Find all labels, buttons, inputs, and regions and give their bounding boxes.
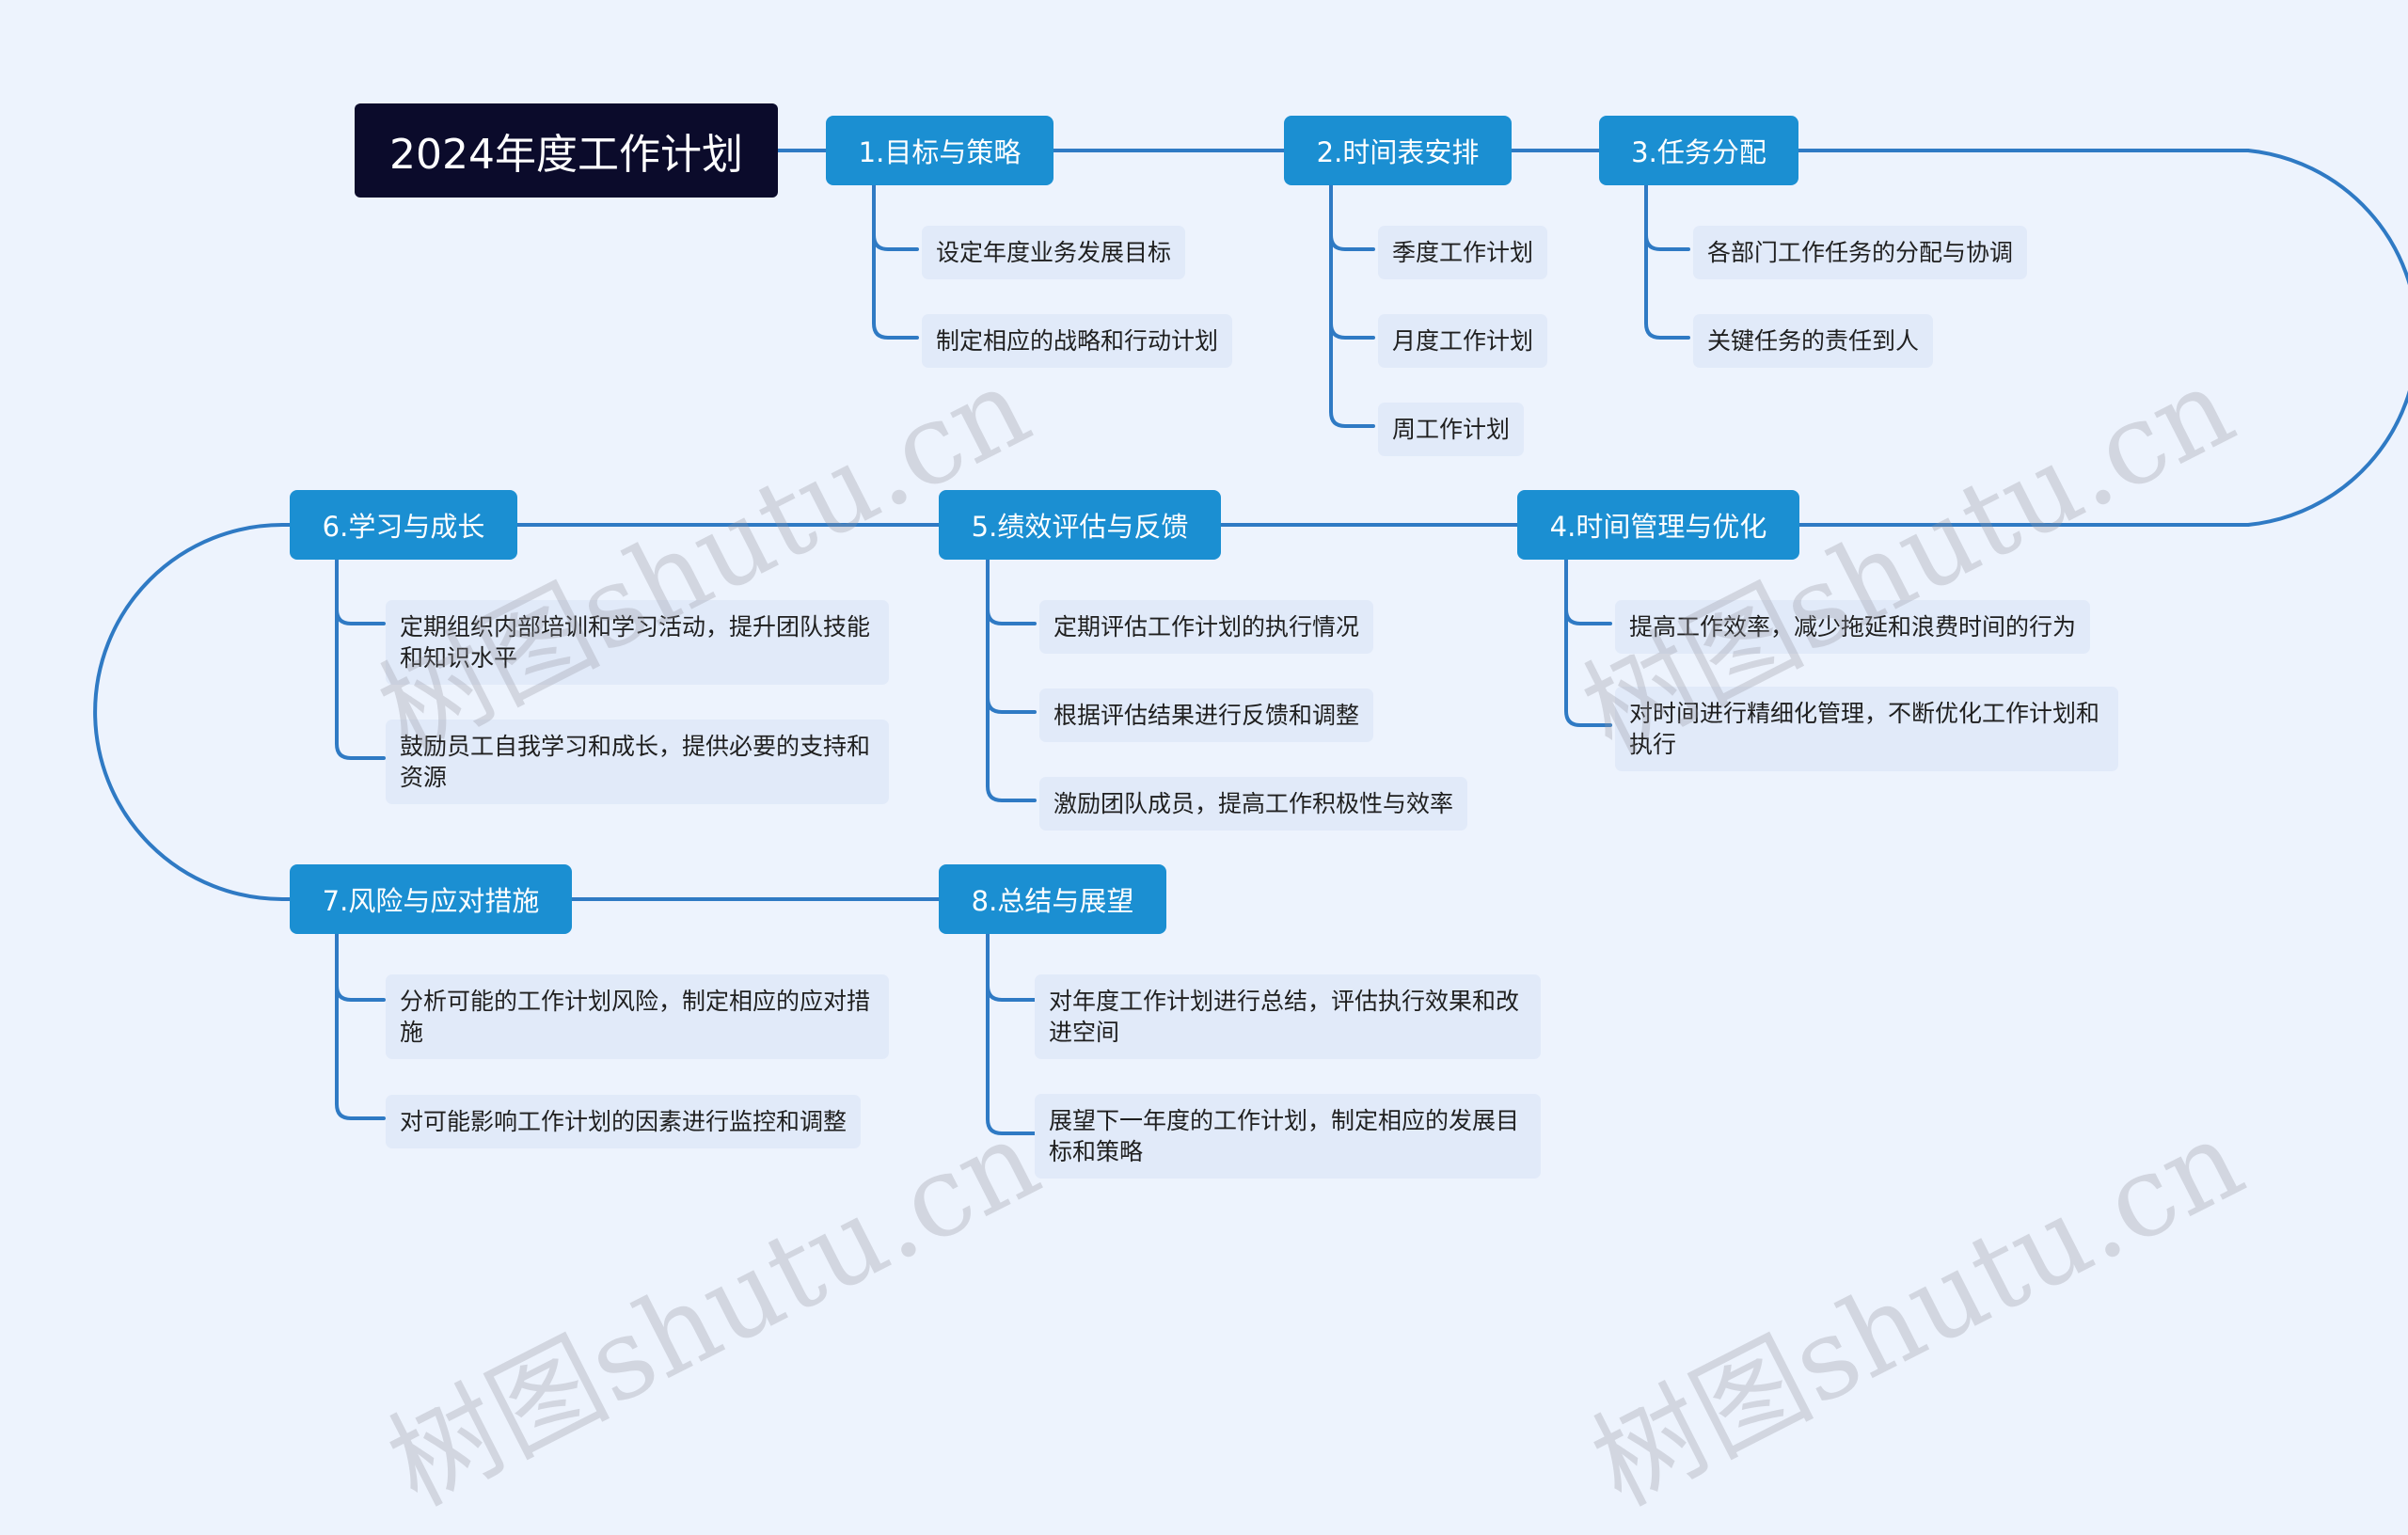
- leaf-department-tasks[interactable]: 各部门工作任务的分配与协调: [1693, 226, 2028, 279]
- branch-7: [335, 932, 386, 1120]
- branch-1: [872, 183, 919, 340]
- branch-3: [1644, 183, 1690, 340]
- topic-task-allocation[interactable]: 3.任务分配: [1599, 116, 1798, 185]
- topic-summary-outlook[interactable]: 8.总结与展望: [939, 864, 1166, 934]
- leaf-monitor-adjust[interactable]: 对可能影响工作计划的因素进行监控和调整: [386, 1095, 862, 1148]
- leaf-annual-goals[interactable]: 设定年度业务发展目标: [922, 226, 1186, 279]
- branch-2: [1329, 183, 1375, 428]
- topic-learning-growth[interactable]: 6.学习与成长: [290, 490, 517, 560]
- topic-schedule[interactable]: 2.时间表安排: [1284, 116, 1512, 185]
- leaf-refine-time-management[interactable]: 对时间进行精细化管理，不断优化工作计划和执行: [1615, 687, 2118, 771]
- leaf-self-learning[interactable]: 鼓励员工自我学习和成长，提供必要的支持和资源: [386, 720, 889, 804]
- leaf-weekly-plan[interactable]: 周工作计划: [1378, 403, 1525, 456]
- leaf-monthly-plan[interactable]: 月度工作计划: [1378, 314, 1548, 368]
- topic-time-management[interactable]: 4.时间管理与优化: [1517, 490, 1799, 560]
- leaf-improve-efficiency[interactable]: 提高工作效率，减少拖延和浪费时间的行为: [1615, 600, 2091, 654]
- leaf-quarterly-plan[interactable]: 季度工作计划: [1378, 226, 1548, 279]
- topic-goals-strategy[interactable]: 1.目标与策略: [826, 116, 1054, 185]
- leaf-strategy-plan[interactable]: 制定相应的战略和行动计划: [922, 314, 1233, 368]
- root-topic[interactable]: 2024年度工作计划: [355, 103, 778, 198]
- branch-4: [1564, 558, 1612, 727]
- leaf-internal-training[interactable]: 定期组织内部培训和学习活动，提升团队技能和知识水平: [386, 600, 889, 685]
- leaf-risk-analysis[interactable]: 分析可能的工作计划风险，制定相应的应对措施: [386, 974, 889, 1059]
- leaf-feedback-adjust[interactable]: 根据评估结果进行反馈和调整: [1039, 688, 1374, 742]
- spine-curve-left: [93, 523, 284, 901]
- branch-6: [335, 558, 386, 760]
- leaf-regular-evaluation[interactable]: 定期评估工作计划的执行情况: [1039, 600, 1374, 654]
- connector-lines: [93, 149, 2408, 1135]
- leaf-annual-summary[interactable]: 对年度工作计划进行总结，评估执行效果和改进空间: [1035, 974, 1541, 1059]
- topic-risk-response[interactable]: 7.风险与应对措施: [290, 864, 572, 934]
- spine-curve-right: [2246, 149, 2408, 527]
- leaf-key-task-owners[interactable]: 关键任务的责任到人: [1693, 314, 1934, 368]
- topic-performance-review[interactable]: 5.绩效评估与反馈: [939, 490, 1221, 560]
- branch-5: [986, 558, 1037, 802]
- leaf-motivate-team[interactable]: 激励团队成员，提高工作积极性与效率: [1039, 777, 1468, 831]
- branch-8: [986, 932, 1037, 1135]
- leaf-next-year-outlook[interactable]: 展望下一年度的工作计划，制定相应的发展目标和策略: [1035, 1094, 1541, 1179]
